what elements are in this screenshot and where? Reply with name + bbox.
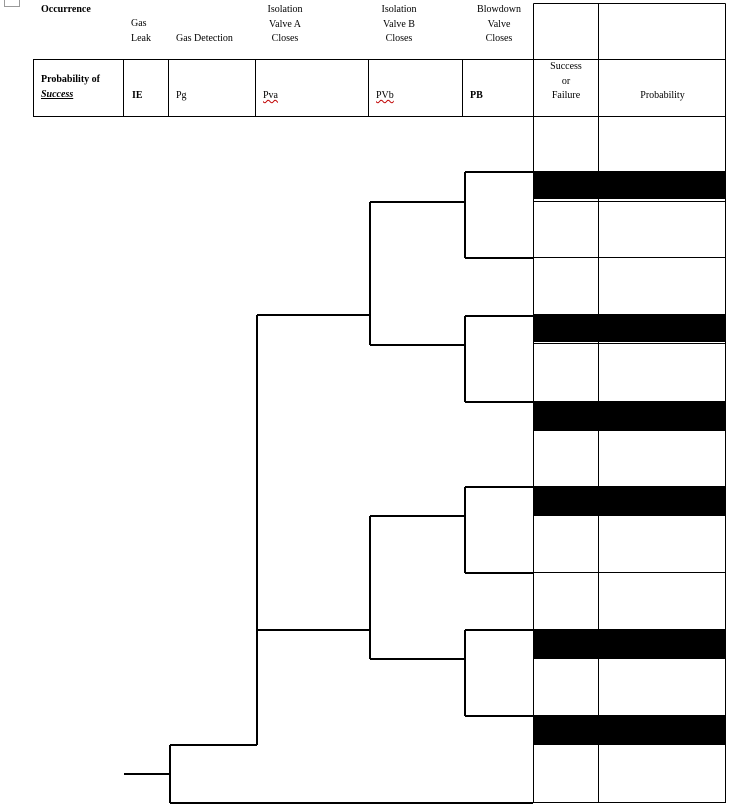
pg-label: Pg <box>176 90 187 101</box>
pb-label: PB <box>470 90 483 101</box>
success-label: Success <box>41 89 74 100</box>
shaded-cell <box>533 401 726 430</box>
shaded-cell <box>533 171 726 199</box>
occurrence-label: Occurrence <box>41 4 91 15</box>
isolation-valve-a-label: Isolation Valve A Closes <box>267 4 303 44</box>
shaded-cell <box>533 629 726 658</box>
blowdown-valve-label: Blowdown Valve Closes <box>477 4 521 44</box>
gas-detection-label: Gas Detection <box>176 33 233 44</box>
shaded-cell <box>533 486 726 515</box>
table-move-handle[interactable] <box>4 0 20 7</box>
shaded-cell <box>533 715 726 744</box>
shaded-cell <box>533 314 726 342</box>
gas-leak-label: Gas Leak <box>131 18 151 44</box>
row2-table-outline <box>33 59 534 117</box>
ie-label: IE <box>132 90 143 101</box>
pvb-label: PVb <box>376 90 394 101</box>
isolation-valve-b-label: Isolation Valve B Closes <box>381 4 417 44</box>
success-or-failure-label: Success or Failure <box>550 61 582 101</box>
probability-label: Probability <box>640 90 685 101</box>
probability-of-label: Probability of <box>41 74 100 85</box>
pva-label: Pva <box>263 90 278 101</box>
